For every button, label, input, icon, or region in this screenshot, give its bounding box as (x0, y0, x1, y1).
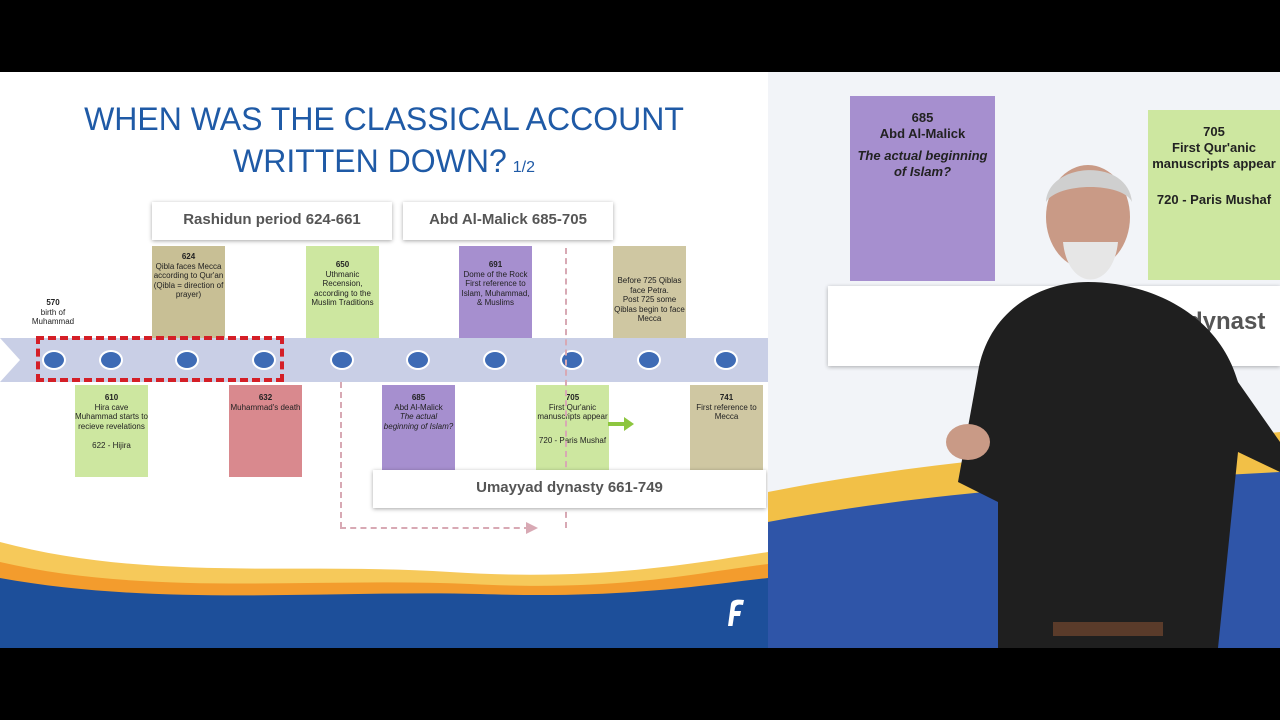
speaker-figure (946, 165, 1280, 648)
period-rashidun: Rashidun period 624-661 (152, 202, 392, 240)
timeline-dot (175, 350, 199, 370)
event-610: 610 Hira cave Muhammad starts to recieve… (75, 385, 148, 477)
period-umayyad: Umayyad dynasty 661-749 (373, 470, 766, 508)
event-632: 632 Muhammad's death (229, 385, 302, 477)
speaker-video-panel: 685 Abd Al-Malick The actual beginning o… (768, 72, 1280, 648)
timeline-dot (42, 350, 66, 370)
event-741: 741 First reference to Mecca (690, 385, 763, 471)
timeline-dot (560, 350, 584, 370)
green-arrow-icon (608, 417, 634, 431)
timeline-dot (714, 350, 738, 370)
dashed-arrow-line (340, 527, 530, 529)
title-line2: WRITTEN DOWN? (233, 143, 507, 179)
event-570: 570 birth of Muhammad (22, 292, 84, 332)
title-line1: WHEN WAS THE CLASSICAL ACCOUNT (84, 101, 684, 137)
dashed-arrow-head-icon (526, 522, 538, 534)
dashed-marker-661 (340, 382, 342, 528)
logo-icon (728, 599, 744, 626)
event-705: 705 First Qur'anic manuscripts appear 72… (536, 385, 609, 471)
highlight-rashidun (36, 336, 284, 382)
timeline-arrow-notch (0, 338, 20, 382)
event-624: 624 Qibla faces Mecca according to Qur'a… (152, 246, 225, 338)
decorative-wave (0, 542, 768, 648)
screen-event-685: 685 Abd Al-Malick The actual beginning o… (850, 96, 995, 281)
presentation-slide: WHEN WAS THE CLASSICAL ACCOUNT WRITTEN D… (0, 72, 768, 648)
timeline-dot (483, 350, 507, 370)
page-indicator: 1/2 (512, 159, 535, 176)
timeline-dot (252, 350, 276, 370)
slide-title: WHEN WAS THE CLASSICAL ACCOUNT WRITTEN D… (0, 98, 768, 189)
dashed-marker-749 (565, 248, 567, 528)
event-685: 685 Abd Al-Malick The actual beginning o… (382, 385, 455, 471)
event-650: 650 Uthmanic Recension, according to the… (306, 246, 379, 338)
timeline-dot (637, 350, 661, 370)
period-abd-al-malick: Abd Al-Malick 685-705 (403, 202, 613, 240)
timeline-dot (406, 350, 430, 370)
event-725: Before 725 Qiblas face Petra. Post 725 s… (613, 246, 686, 338)
timeline-dot (99, 350, 123, 370)
timeline-dot (330, 350, 354, 370)
screen-event-705: 705 First Qur'anic manuscripts appear 72… (1148, 110, 1280, 280)
event-691: 691 Dome of the Rock First reference to … (459, 246, 532, 338)
